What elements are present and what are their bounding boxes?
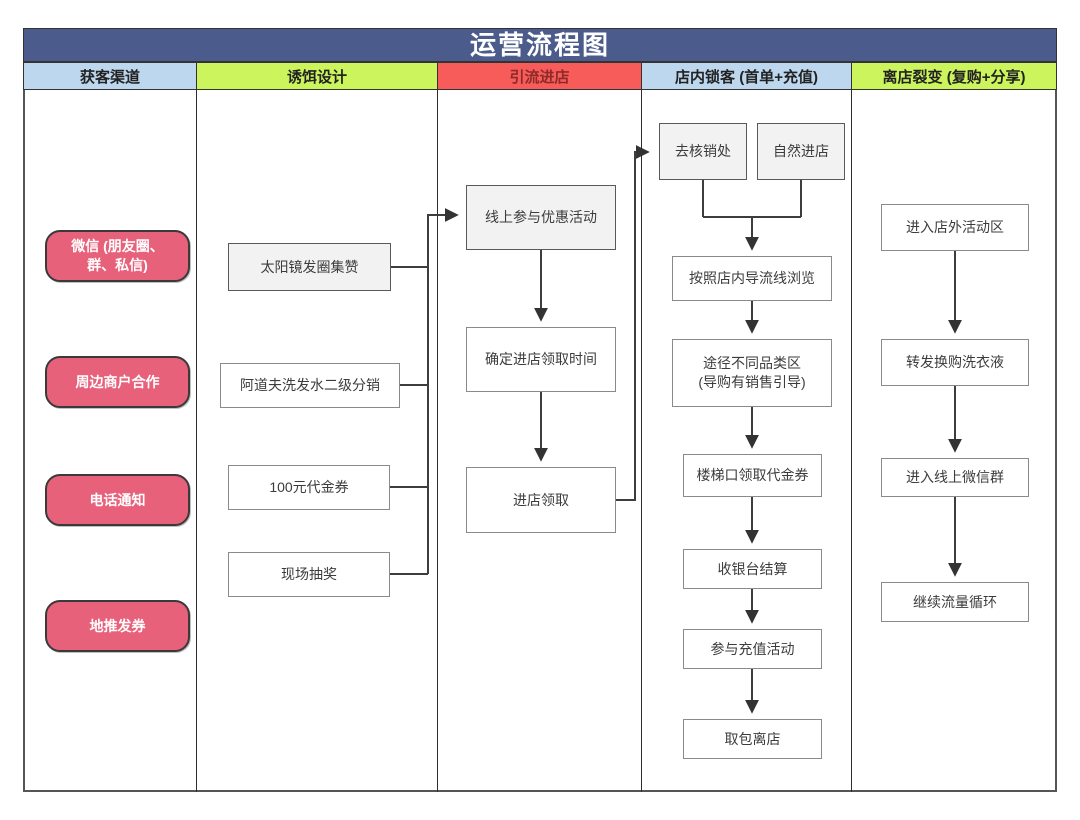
node-adolf-distribution: 阿道夫洗发水二级分销 xyxy=(220,363,400,408)
node-forward-detergent: 转发换购洗衣液 xyxy=(881,339,1029,386)
column-divider-1 xyxy=(196,89,197,792)
node-phone-notice: 电话通知 xyxy=(45,474,190,526)
node-cashier-checkout: 收银台结算 xyxy=(683,549,822,589)
node-nearby-merchants: 周边商户合作 xyxy=(45,356,190,408)
column-header-bait: 诱饵设计 xyxy=(196,62,438,90)
node-wechat-channels: 微信 (朋友圈、 群、私信) xyxy=(45,230,190,282)
node-category-zones: 途径不同品类区 (导购有销售引导) xyxy=(672,339,832,407)
node-online-activity: 线上参与优惠活动 xyxy=(466,185,616,250)
chart-frame xyxy=(23,28,1057,792)
node-ground-coupons: 地推发券 xyxy=(45,600,190,652)
node-natural-entry: 自然进店 xyxy=(757,123,845,180)
node-recharge-event: 参与充值活动 xyxy=(683,629,822,669)
node-join-wechat-group: 进入线上微信群 xyxy=(881,458,1029,497)
node-onsite-lottery: 现场抽奖 xyxy=(228,552,390,597)
node-100-voucher: 100元代金券 xyxy=(228,465,390,510)
chart-title-bar: 运营流程图 xyxy=(23,28,1057,62)
column-divider-4 xyxy=(851,89,852,792)
node-stairs-voucher: 楼梯口领取代金券 xyxy=(683,454,822,497)
node-sunglasses-likes: 太阳镜发圈集赞 xyxy=(228,243,391,291)
column-header-traffic: 引流进店 xyxy=(437,62,642,90)
chart-title: 运营流程图 xyxy=(469,30,610,60)
column-divider-3 xyxy=(641,89,642,792)
node-redeem-desk: 去核销处 xyxy=(659,123,747,180)
node-outside-activity: 进入店外活动区 xyxy=(881,204,1029,251)
node-browse-route: 按照店内导流线浏览 xyxy=(672,256,832,301)
column-header-fission: 离店裂变 (复购+分享) xyxy=(851,62,1057,90)
node-pickup-leave: 取包离店 xyxy=(683,719,822,759)
column-divider-2 xyxy=(437,89,438,792)
node-traffic-cycle: 继续流量循环 xyxy=(881,582,1029,622)
node-confirm-time: 确定进店领取时间 xyxy=(466,327,616,392)
column-header-lockin: 店内锁客 (首单+充值) xyxy=(641,62,852,90)
column-header-acquisition: 获客渠道 xyxy=(23,62,197,90)
node-instore-pickup: 进店领取 xyxy=(466,467,616,533)
